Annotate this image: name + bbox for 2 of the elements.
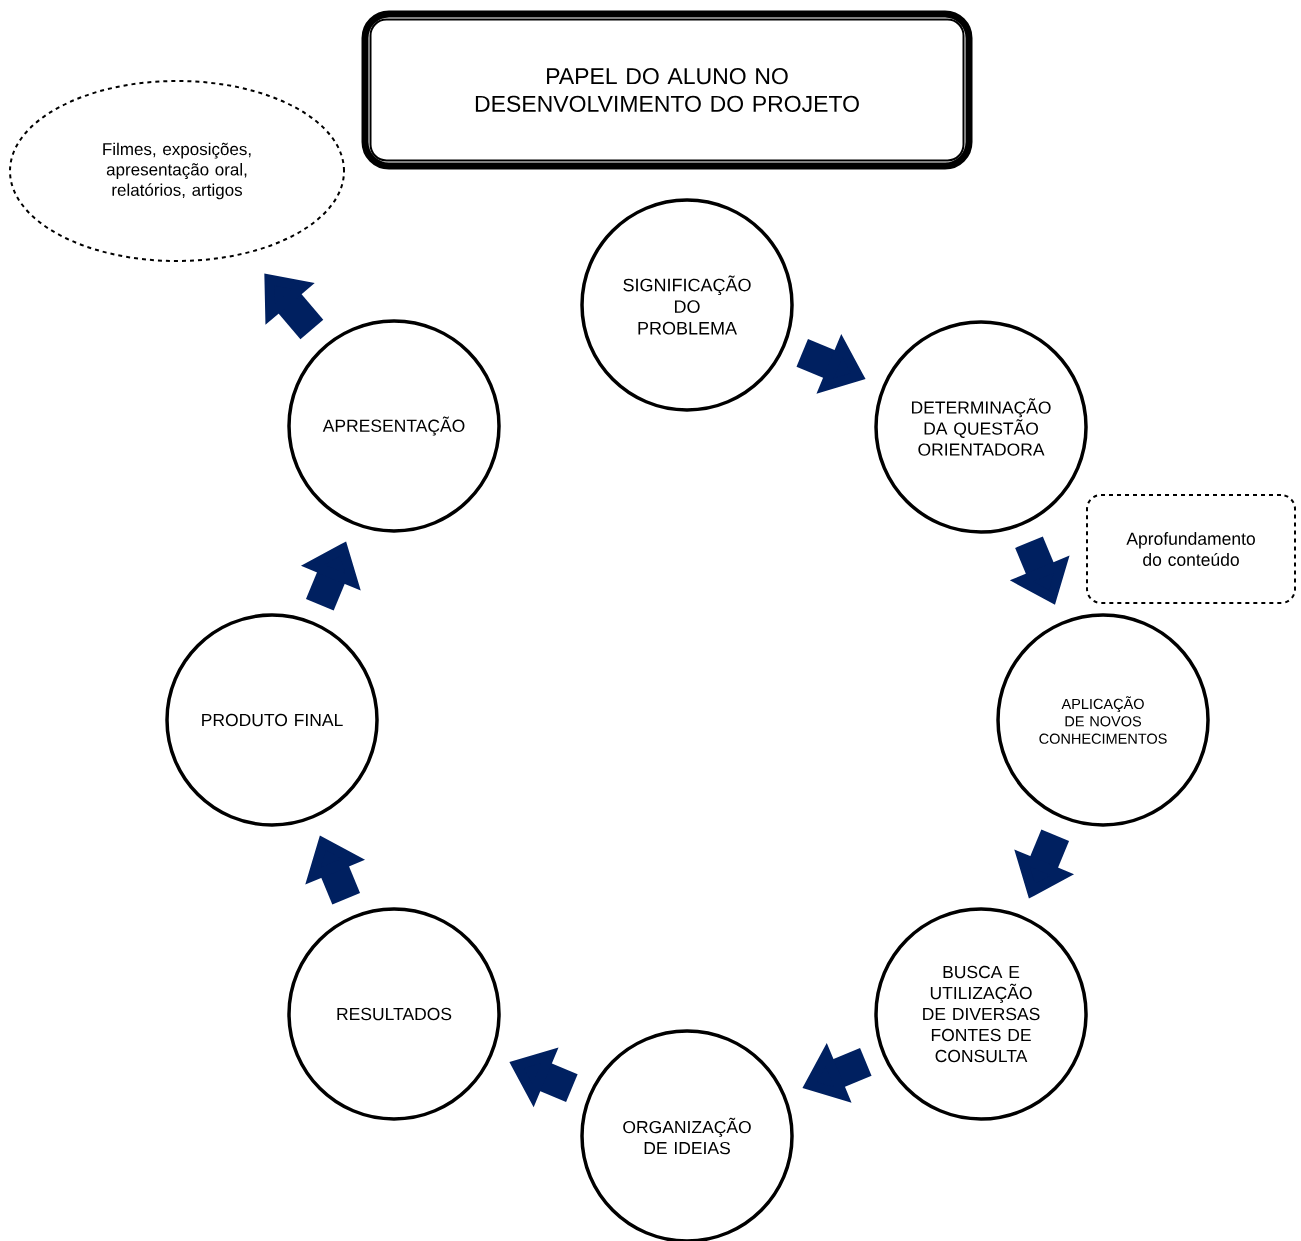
- title-box: PAPEL DO ALUNO NO DESENVOLVIMENTO DO PROJETO: [361, 10, 973, 170]
- dashed-box: Aprofundamento do conteúdo: [1086, 494, 1296, 604]
